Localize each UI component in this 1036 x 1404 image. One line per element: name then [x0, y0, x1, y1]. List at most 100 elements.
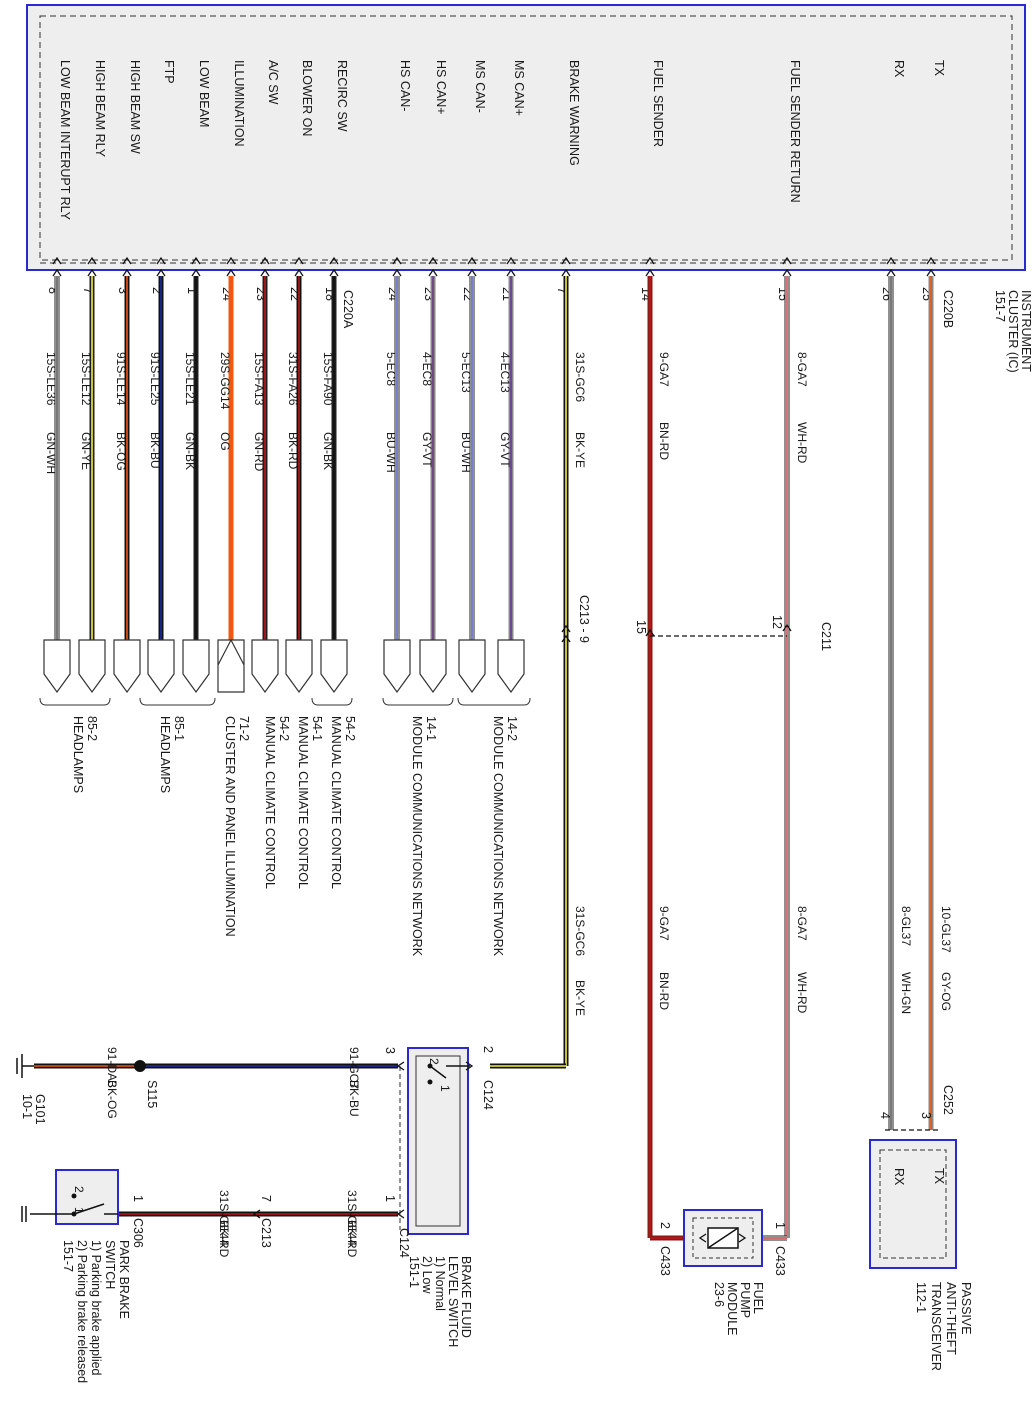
switch-contact: [427, 1079, 433, 1085]
pin-function-label: BRAKE WARNING: [567, 60, 581, 166]
connector-c213-label: C213: [259, 1218, 273, 1248]
circuit-label: 8-GA7: [795, 906, 809, 941]
pin-function-label: HS CAN-: [398, 60, 412, 111]
pad-brace: [382, 697, 454, 706]
instrument-cluster-inner: [39, 15, 1013, 261]
switch-pin: 1: [72, 1207, 86, 1214]
pin-function-label: MS CAN+: [512, 60, 526, 116]
circuit-label: 15S-LE21: [183, 352, 197, 406]
pin-chevron: [886, 268, 896, 277]
circuit-label: 5-EC13: [459, 352, 473, 393]
circuit-label: 91-DA3: [105, 1047, 119, 1088]
circuit-label: 29S-GG14: [218, 352, 232, 410]
wire-color-label: OG: [218, 432, 232, 451]
pats-title: TRANSCEIVER: [929, 1282, 943, 1371]
pin-chevron: [87, 268, 97, 277]
park-brake-title: 1) Parking brake applied: [89, 1240, 103, 1376]
pin-chevron: [645, 268, 655, 277]
pats-title: PASSIVE: [959, 1282, 973, 1335]
destination-label: 54-1: [310, 716, 324, 741]
pad-brace: [457, 697, 531, 706]
switch-arm: [429, 1065, 447, 1079]
pin-function-label: ILLUMINATION: [232, 60, 246, 147]
wire-color-label: BN-RD: [657, 972, 671, 1010]
connector-pad: [78, 639, 106, 694]
pin-function-label: LOW BEAM: [197, 60, 211, 127]
pin-chevron: [329, 256, 339, 265]
switch-pin: 2: [72, 1186, 86, 1193]
pin-number: 12: [770, 615, 784, 629]
pin-chevron: [506, 268, 516, 277]
wire-color-label: GN-BK: [321, 432, 335, 470]
pin-chevron: [191, 256, 201, 265]
destination-label: MANUAL CLIMATE CONTROL: [329, 716, 343, 889]
pin-chevron: [329, 268, 339, 277]
fuel-pump-inner: [692, 1217, 754, 1259]
pin-chevron: [506, 256, 516, 265]
pin-chevron: [294, 268, 304, 277]
pin-number: 2: [150, 287, 164, 294]
wire-color-label: BK-OG: [105, 1080, 119, 1119]
wire-color-label: BK-BU: [148, 432, 162, 469]
destination-label: MODULE COMMUNICATIONS NETWORK: [410, 716, 424, 957]
park-brake-title: 151-7: [61, 1240, 75, 1272]
destination-label: MANUAL CLIMATE CONTROL: [296, 716, 310, 889]
connector-c213-9-label: C213 - 9: [577, 595, 591, 643]
pin-function-label: FUEL SENDER: [651, 60, 665, 147]
brake-fluid-title: 2) Low: [420, 1256, 434, 1294]
pin-chevron: [191, 268, 201, 277]
wire-color-label: GN-BK: [183, 432, 197, 470]
pats-box: [869, 1139, 957, 1269]
pin-chevron: [294, 256, 304, 265]
pad-brace: [39, 697, 111, 706]
instrument-cluster-box: [26, 4, 1026, 271]
circuit-label: 9-GA7: [657, 352, 671, 387]
pin-function-label: TX: [932, 60, 946, 77]
pin-chevron: [467, 256, 477, 265]
connector-c306-label: C306: [131, 1218, 145, 1248]
pin-chevron: [782, 256, 792, 265]
circuit-label: 31S-GE44: [217, 1190, 231, 1246]
circuit-label: 15S-FA90: [321, 352, 335, 406]
pin-number: 3: [383, 1047, 397, 1054]
connector-pad: [113, 639, 141, 694]
pin-chevron: [52, 256, 62, 265]
c433-chevron: [738, 1233, 747, 1243]
pats-title: 112-1: [914, 1282, 928, 1313]
destination-label: 54-2: [343, 716, 357, 741]
wire-color-label: GN-WH: [44, 432, 58, 474]
park-brake-box: [55, 1169, 119, 1225]
pad-brace: [311, 697, 353, 706]
circuit-label: 5-EC8: [384, 352, 398, 386]
pin-chevron: [561, 256, 571, 265]
pin-number: 7: [81, 287, 95, 294]
fuel-pump-wiper: [707, 1227, 739, 1249]
destination-label: MANUAL CLIMATE CONTROL: [263, 716, 277, 889]
pin-number: 7: [259, 1195, 273, 1202]
destination-label: CLUSTER AND PANEL ILLUMINATION: [223, 716, 237, 937]
pin-chevron: [52, 268, 62, 277]
pin-function-label: HIGH BEAM SW: [128, 60, 142, 154]
switch-pin: 1: [438, 1085, 452, 1092]
brake-fluid-title: LEVEL SWITCH: [446, 1256, 460, 1347]
pin-number: 15: [634, 620, 648, 634]
connector-pad: [497, 639, 525, 694]
connector-c433-label: C433: [658, 1246, 672, 1276]
ground-g101-label: G101: [33, 1094, 47, 1125]
wire-color-label: BK-YE: [573, 980, 587, 1016]
fuel-pump-title: PUMP: [738, 1282, 752, 1318]
pin-chevron: [260, 256, 270, 265]
pin-function-label: HS CAN+: [434, 60, 448, 115]
connector-pad: [43, 639, 71, 694]
pin-chevron: [226, 256, 236, 265]
connector-pad: [320, 639, 348, 694]
pin-chevron: [226, 268, 236, 277]
brake-fluid-inner: [415, 1055, 461, 1227]
pin-function-label: A/C SW: [266, 60, 280, 105]
c213-chevron: [561, 634, 571, 643]
pin-function-label: LOW BEAM INTERUPT RLY: [58, 60, 72, 221]
destination-label: 54-2: [277, 716, 291, 741]
pats-title: ANTI-THEFT: [944, 1282, 958, 1355]
circuit-label: 10-GL37: [939, 906, 953, 953]
